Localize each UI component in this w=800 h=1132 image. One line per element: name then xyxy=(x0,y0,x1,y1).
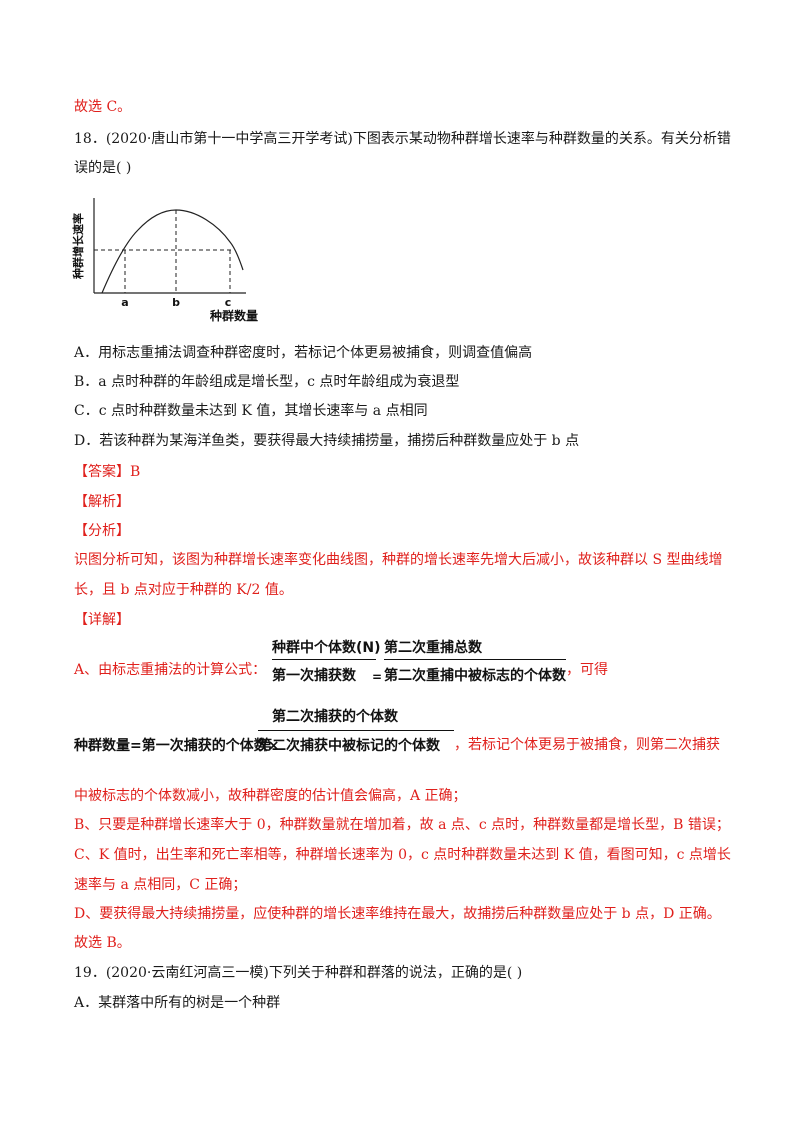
option-c: C．c 点时种群数量未达到 K 值，其增长速率与 a 点相同 xyxy=(74,403,428,419)
fenxi-heading: 【分析】 xyxy=(74,523,130,539)
answer-label: 【答案】B xyxy=(74,464,141,480)
growth-rate-figure: 种群增长速率 a b c 种群数量 xyxy=(71,198,258,323)
option-d: D．若该种群为某海洋鱼类，要获得最大持续捕捞量，捕捞后种群数量应处于 b 点 xyxy=(74,433,580,449)
detail-conclusion: 故选 B。 xyxy=(74,935,131,951)
growth-curve xyxy=(101,209,244,294)
formula2-left: 种群数量=第一次捕获的个体数× xyxy=(74,738,280,754)
formula1-den-right: 第二次重捕中被标志的个体数 xyxy=(384,668,566,684)
formula1-frac-bar-right xyxy=(384,659,566,660)
tick-c: c xyxy=(225,296,232,309)
option-a: A．用标志重捕法调查种群密度时，若标记个体更易被捕食，则调查值偏高 xyxy=(74,345,533,361)
x-axis-label: 种群数量 xyxy=(209,308,258,323)
formula1-num-left: 种群中个体数(N) xyxy=(272,640,381,656)
formula1-num-right: 第二次重捕总数 xyxy=(384,640,482,656)
formula2-denominator: 第二次捕获中被标记的个体数 xyxy=(258,738,440,754)
formula2-numerator: 第二次捕获的个体数 xyxy=(272,709,398,725)
analysis-text-1: 识图分析可知，该图为种群增长速率变化曲线图，种群的增长速率先增大后减小，故该种群… xyxy=(74,552,723,568)
formula2-frac-bar xyxy=(258,730,454,731)
question-19-option-a: A．某群落中所有的树是一个种群 xyxy=(74,995,281,1011)
formula2-suffix: ，若标记个体更易于被捕食，则第二次捕获 xyxy=(454,737,720,753)
option-b: B．a 点时种群的年龄组成是增长型，c 点时年龄组成为衰退型 xyxy=(74,374,460,390)
detail-text-2: B、只要是种群增长速率大于 0，种群数量就在增加着，故 a 点、c 点时，种群数… xyxy=(74,817,730,833)
formula-intro: A、由标志重捕法的计算公式： xyxy=(74,662,267,678)
conclusion-line: 故选 C。 xyxy=(74,99,132,115)
y-axis-label: 种群增长速率 xyxy=(71,213,85,280)
formula-keyide: ，可得 xyxy=(566,662,608,678)
formula1-frac-bar-left xyxy=(272,659,376,660)
detail-text-1: 中被标志的个体数减小，故种群密度的估计值会偏高，A 正确； xyxy=(74,788,467,804)
detail-text-3: C、K 值时，出生率和死亡率相等，种群增长速率为 0，c 点时种群数量未达到 K… xyxy=(74,847,731,863)
question-18-stem: 18．(2020·唐山市第十一中学高三开学考试)下图表示某动物种群增长速率与种群… xyxy=(74,131,731,147)
formula1-eq: = xyxy=(372,670,383,684)
question-19-stem: 19．(2020·云南红河高三一模)下列关于种群和群落的说法，正确的是( ) xyxy=(74,965,523,981)
formula1-den-left: 第一次捕获数 xyxy=(272,668,356,684)
detail-text-4: 速率与 a 点相同，C 正确； xyxy=(74,877,247,893)
detail-heading: 【详解】 xyxy=(74,612,130,628)
analysis-text-2: 长，且 b 点对应于种群的 K/2 值。 xyxy=(74,582,293,598)
tick-b: b xyxy=(172,296,180,309)
question-18-stem-cont: 误的是( ) xyxy=(74,160,132,176)
tick-a: a xyxy=(121,296,128,309)
detail-text-5: D、要获得最大持续捕捞量，应使种群的增长速率维持在最大，故捕捞后种群数量应处于 … xyxy=(74,906,721,922)
analysis-heading: 【解析】 xyxy=(74,494,130,510)
